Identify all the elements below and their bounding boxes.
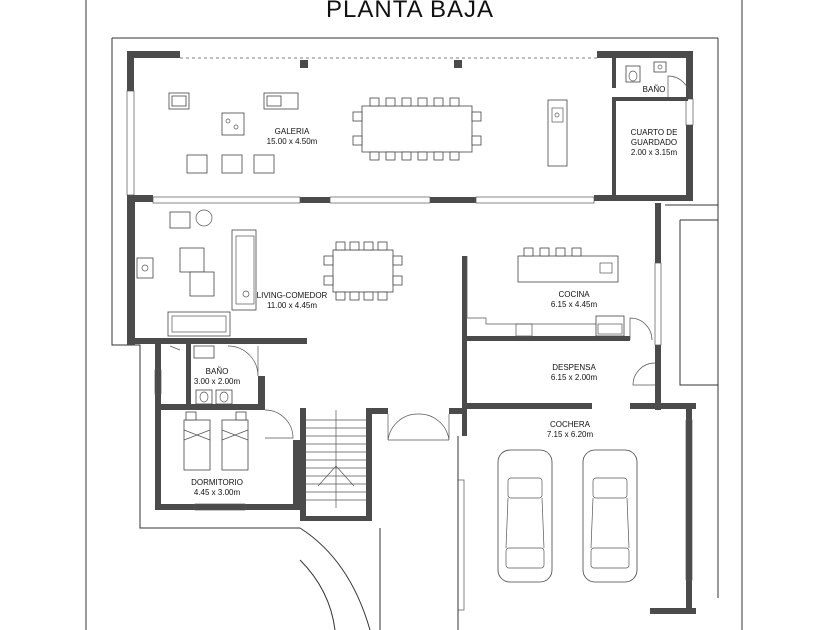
label-cuarto-guardado-2: GUARDADO (631, 138, 677, 147)
label-cochera: COCHERA (550, 420, 591, 429)
plan-title: PLANTA BAJA (326, 0, 494, 23)
dormitorio-beds (183, 409, 294, 471)
despensa-door (632, 362, 656, 386)
galeria-chairs (168, 92, 299, 174)
cochera-cars (497, 449, 638, 583)
left-bathroom-fixtures (169, 345, 259, 405)
galeria-bbq-counter (547, 99, 568, 167)
galeria-dining-table (352, 97, 482, 161)
label-bano-left: BAÑO (206, 367, 229, 376)
label-dormitorio: DORMITORIO (191, 478, 243, 487)
dims-cocina: 6.15 x 4.45m (551, 300, 598, 309)
entrance-door (387, 413, 450, 441)
living-dining-table (323, 241, 403, 301)
dims-galeria: 15.00 x 4.50m (267, 137, 318, 146)
dims-despensa: 6.15 x 2.00m (551, 373, 598, 382)
staircase (306, 410, 366, 508)
walls (127, 51, 696, 614)
label-galeria: GALERIA (275, 127, 310, 136)
label-cocina: COCINA (558, 290, 590, 299)
site-boundary (111, 38, 719, 598)
entry-path-curve (299, 527, 371, 630)
kitchen-fixtures (466, 247, 653, 341)
living-furniture (136, 209, 257, 337)
dims-cuarto-guardado: 2.00 x 3.15m (631, 148, 678, 157)
dims-living: 11.00 x 4.45m (267, 301, 317, 310)
label-bano-top: BAÑO (643, 85, 666, 94)
label-living: LIVING-COMEDOR (257, 291, 328, 300)
label-despensa: DESPENSA (552, 363, 596, 372)
dims-bano-left: 3.00 x 2.00m (194, 377, 241, 386)
dims-dormitorio: 4.45 x 3.00m (194, 488, 241, 497)
dims-cochera: 7.15 x 6.20m (547, 430, 594, 439)
windows (126, 90, 694, 611)
top-bathroom-fixtures (625, 61, 691, 99)
label-cuarto-guardado-1: CUARTO DE (631, 128, 678, 137)
